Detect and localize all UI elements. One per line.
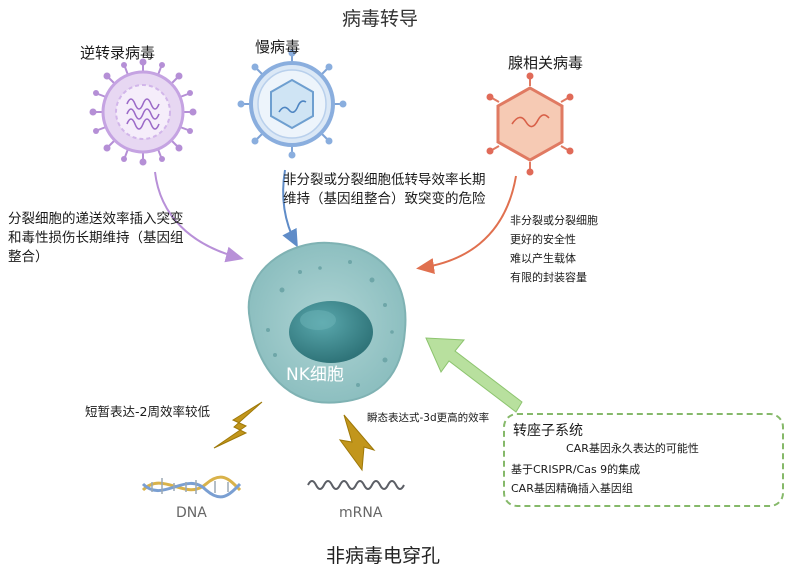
retrovirus-label: 逆转录病毒 bbox=[80, 44, 156, 62]
transposon-title: 转座子系统 bbox=[513, 423, 583, 439]
retrovirus-icon bbox=[89, 58, 197, 166]
aav-icon bbox=[486, 72, 574, 176]
transposon-arrow bbox=[425, 337, 523, 413]
transposon-feature: CAR基因精确插入基因组 bbox=[511, 482, 633, 495]
nk-cell-icon bbox=[247, 241, 407, 404]
transposon-feature: 基于CRISPR/Cas 9的集成 bbox=[511, 463, 641, 476]
lentivirus-description: 非分裂或分裂细胞低转导效率长期维持（基因组整合）致突变的危险 bbox=[283, 172, 486, 207]
dna-label: DNA bbox=[176, 505, 207, 521]
mrna-strand-icon bbox=[307, 480, 405, 490]
dna-helix-icon bbox=[141, 475, 242, 499]
dna-lightning-icon bbox=[213, 401, 263, 449]
mrna-note: 瞬态表达式-3d更高的效率 bbox=[367, 412, 490, 424]
viral-transduction-title: 病毒转导 bbox=[342, 8, 419, 30]
aav-feature: 有限的封装容量 bbox=[510, 271, 587, 284]
retrovirus-description: 分裂细胞的递送效率插入突变和毒性损伤长期维持（基因组整合） bbox=[8, 211, 184, 265]
non-viral-title: 非病毒电穿孔 bbox=[326, 545, 441, 567]
retrovirus-arrow bbox=[154, 171, 244, 263]
aav-features: 非分裂或分裂细胞 更好的安全性 难以产生载体 有限的封装容量 bbox=[510, 211, 598, 287]
aav-feature: 非分裂或分裂细胞 bbox=[510, 214, 598, 227]
dna-note: 短暂表达-2周效率较低 bbox=[85, 404, 210, 419]
transposon-box bbox=[503, 413, 784, 507]
lentivirus-icon bbox=[237, 49, 347, 159]
aav-feature: 难以产生载体 bbox=[510, 252, 576, 265]
transposon-feature: CAR基因永久表达的可能性 bbox=[566, 442, 699, 455]
mrna-lightning-icon bbox=[338, 414, 376, 472]
nk-cell-label: NK细胞 bbox=[286, 365, 344, 385]
mrna-label: mRNA bbox=[339, 505, 383, 521]
aav-feature: 更好的安全性 bbox=[510, 233, 576, 246]
lentivirus-arrow bbox=[282, 169, 298, 248]
aav-label: 腺相关病毒 bbox=[508, 54, 584, 72]
lentivirus-label: 慢病毒 bbox=[255, 38, 301, 56]
aav-arrow bbox=[416, 175, 517, 274]
